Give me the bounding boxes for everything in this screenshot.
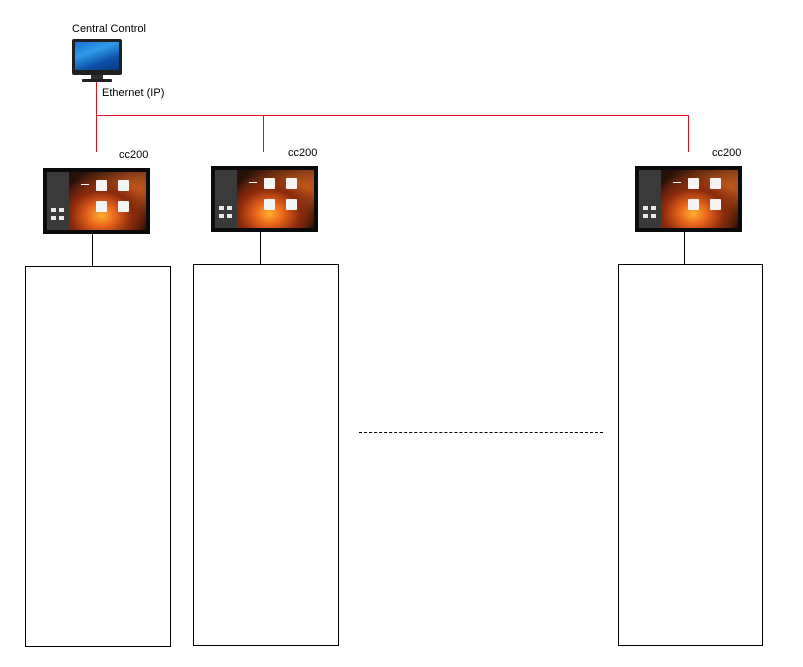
touch-panel-icon (635, 166, 742, 232)
continuation-dashed-line (359, 432, 603, 433)
ethernet-label: Ethernet (IP) (102, 87, 165, 99)
device-label-3: cc200 (712, 147, 742, 159)
touch-panel-icon (211, 166, 318, 232)
network-drop-line-2 (263, 115, 264, 152)
cabinet-3 (618, 264, 763, 646)
network-bus-line (96, 115, 689, 116)
device-connector-3 (684, 232, 685, 264)
device-label-2: cc200 (288, 147, 318, 159)
cabinet-1 (25, 266, 171, 647)
network-drop-line-3 (688, 115, 689, 152)
device-connector-1 (92, 234, 93, 266)
device-label-1: cc200 (119, 149, 149, 161)
touch-panel-icon (43, 168, 150, 234)
network-drop-line-1 (96, 82, 97, 152)
central-control-label: Central Control (72, 23, 146, 35)
device-connector-2 (260, 232, 261, 264)
cabinet-2 (193, 264, 339, 646)
